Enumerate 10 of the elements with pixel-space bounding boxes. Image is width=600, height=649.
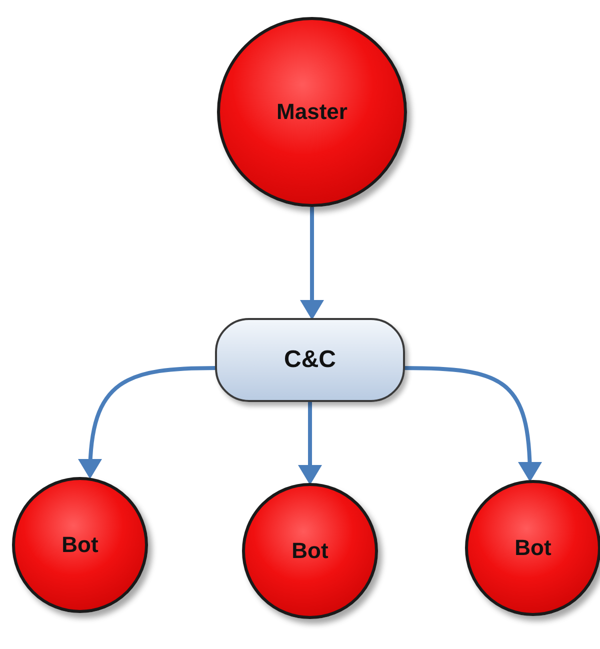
node-label: Master (276, 99, 348, 125)
arrow (298, 402, 322, 485)
rounded-box (215, 318, 405, 402)
arrow (78, 366, 218, 479)
node-label: Bot (514, 535, 552, 561)
node-label: Bot (292, 538, 328, 564)
node-label: C&C (284, 346, 336, 374)
arrow (402, 366, 542, 482)
arrow (300, 207, 324, 320)
node-label: Bot (62, 532, 98, 558)
